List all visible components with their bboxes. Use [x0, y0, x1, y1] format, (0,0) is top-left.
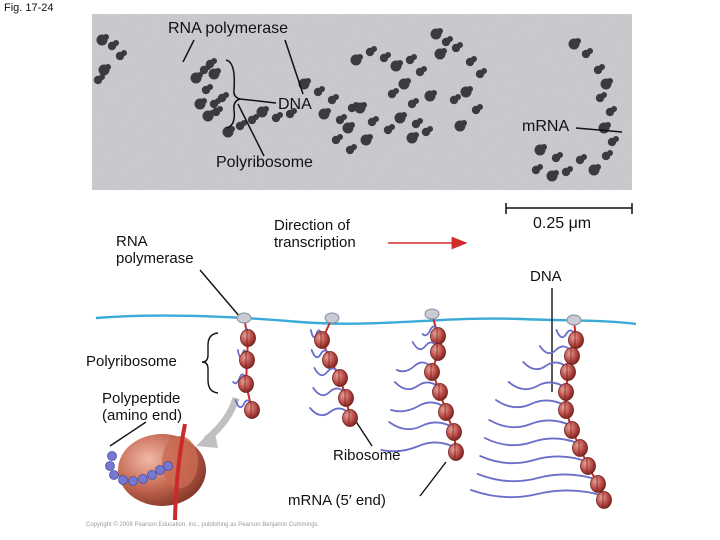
dna-strand — [95, 314, 637, 326]
micrograph-leader-lines — [182, 39, 623, 157]
label-direction-of-transcription: Direction of transcription — [274, 217, 356, 251]
polyribosome-chains — [232, 308, 612, 509]
scale-bar — [505, 203, 633, 214]
zoom-arrow-head — [196, 428, 218, 448]
micro-label-mrna: mRNA — [522, 118, 570, 135]
polyribosome-chain — [470, 314, 612, 509]
polypeptide-chain — [105, 451, 173, 486]
label-polyribosome: Polyribosome — [86, 353, 177, 370]
micro-label-polyribosome: Polyribosome — [216, 154, 313, 171]
micrograph-texture — [92, 14, 632, 190]
label-polypeptide: Polypeptide (amino end) — [102, 390, 183, 424]
label-dna: DNA — [530, 268, 562, 285]
polyribosome-chain — [232, 312, 260, 419]
micro-label-dna: DNA — [278, 96, 312, 113]
figure-number: Fig. 17-24 — [4, 2, 54, 14]
polyribosome-chain — [380, 308, 464, 461]
micrograph-polyribosomes — [93, 28, 619, 182]
enlarged-ribosome — [105, 423, 206, 521]
label-rna-polymerase: RNA polymerase — [116, 233, 194, 267]
drawing-leader-lines — [109, 269, 553, 497]
scale-bar-label: 0.25 μm — [533, 215, 592, 232]
micro-label-rna-polymerase: RNA polymerase — [168, 20, 289, 37]
polyribosome-chain — [309, 312, 358, 427]
label-mrna-5-end: mRNA (5′ end) — [288, 492, 386, 509]
copyright: Copyright © 2008 Pearson Education, Inc.… — [86, 522, 320, 528]
